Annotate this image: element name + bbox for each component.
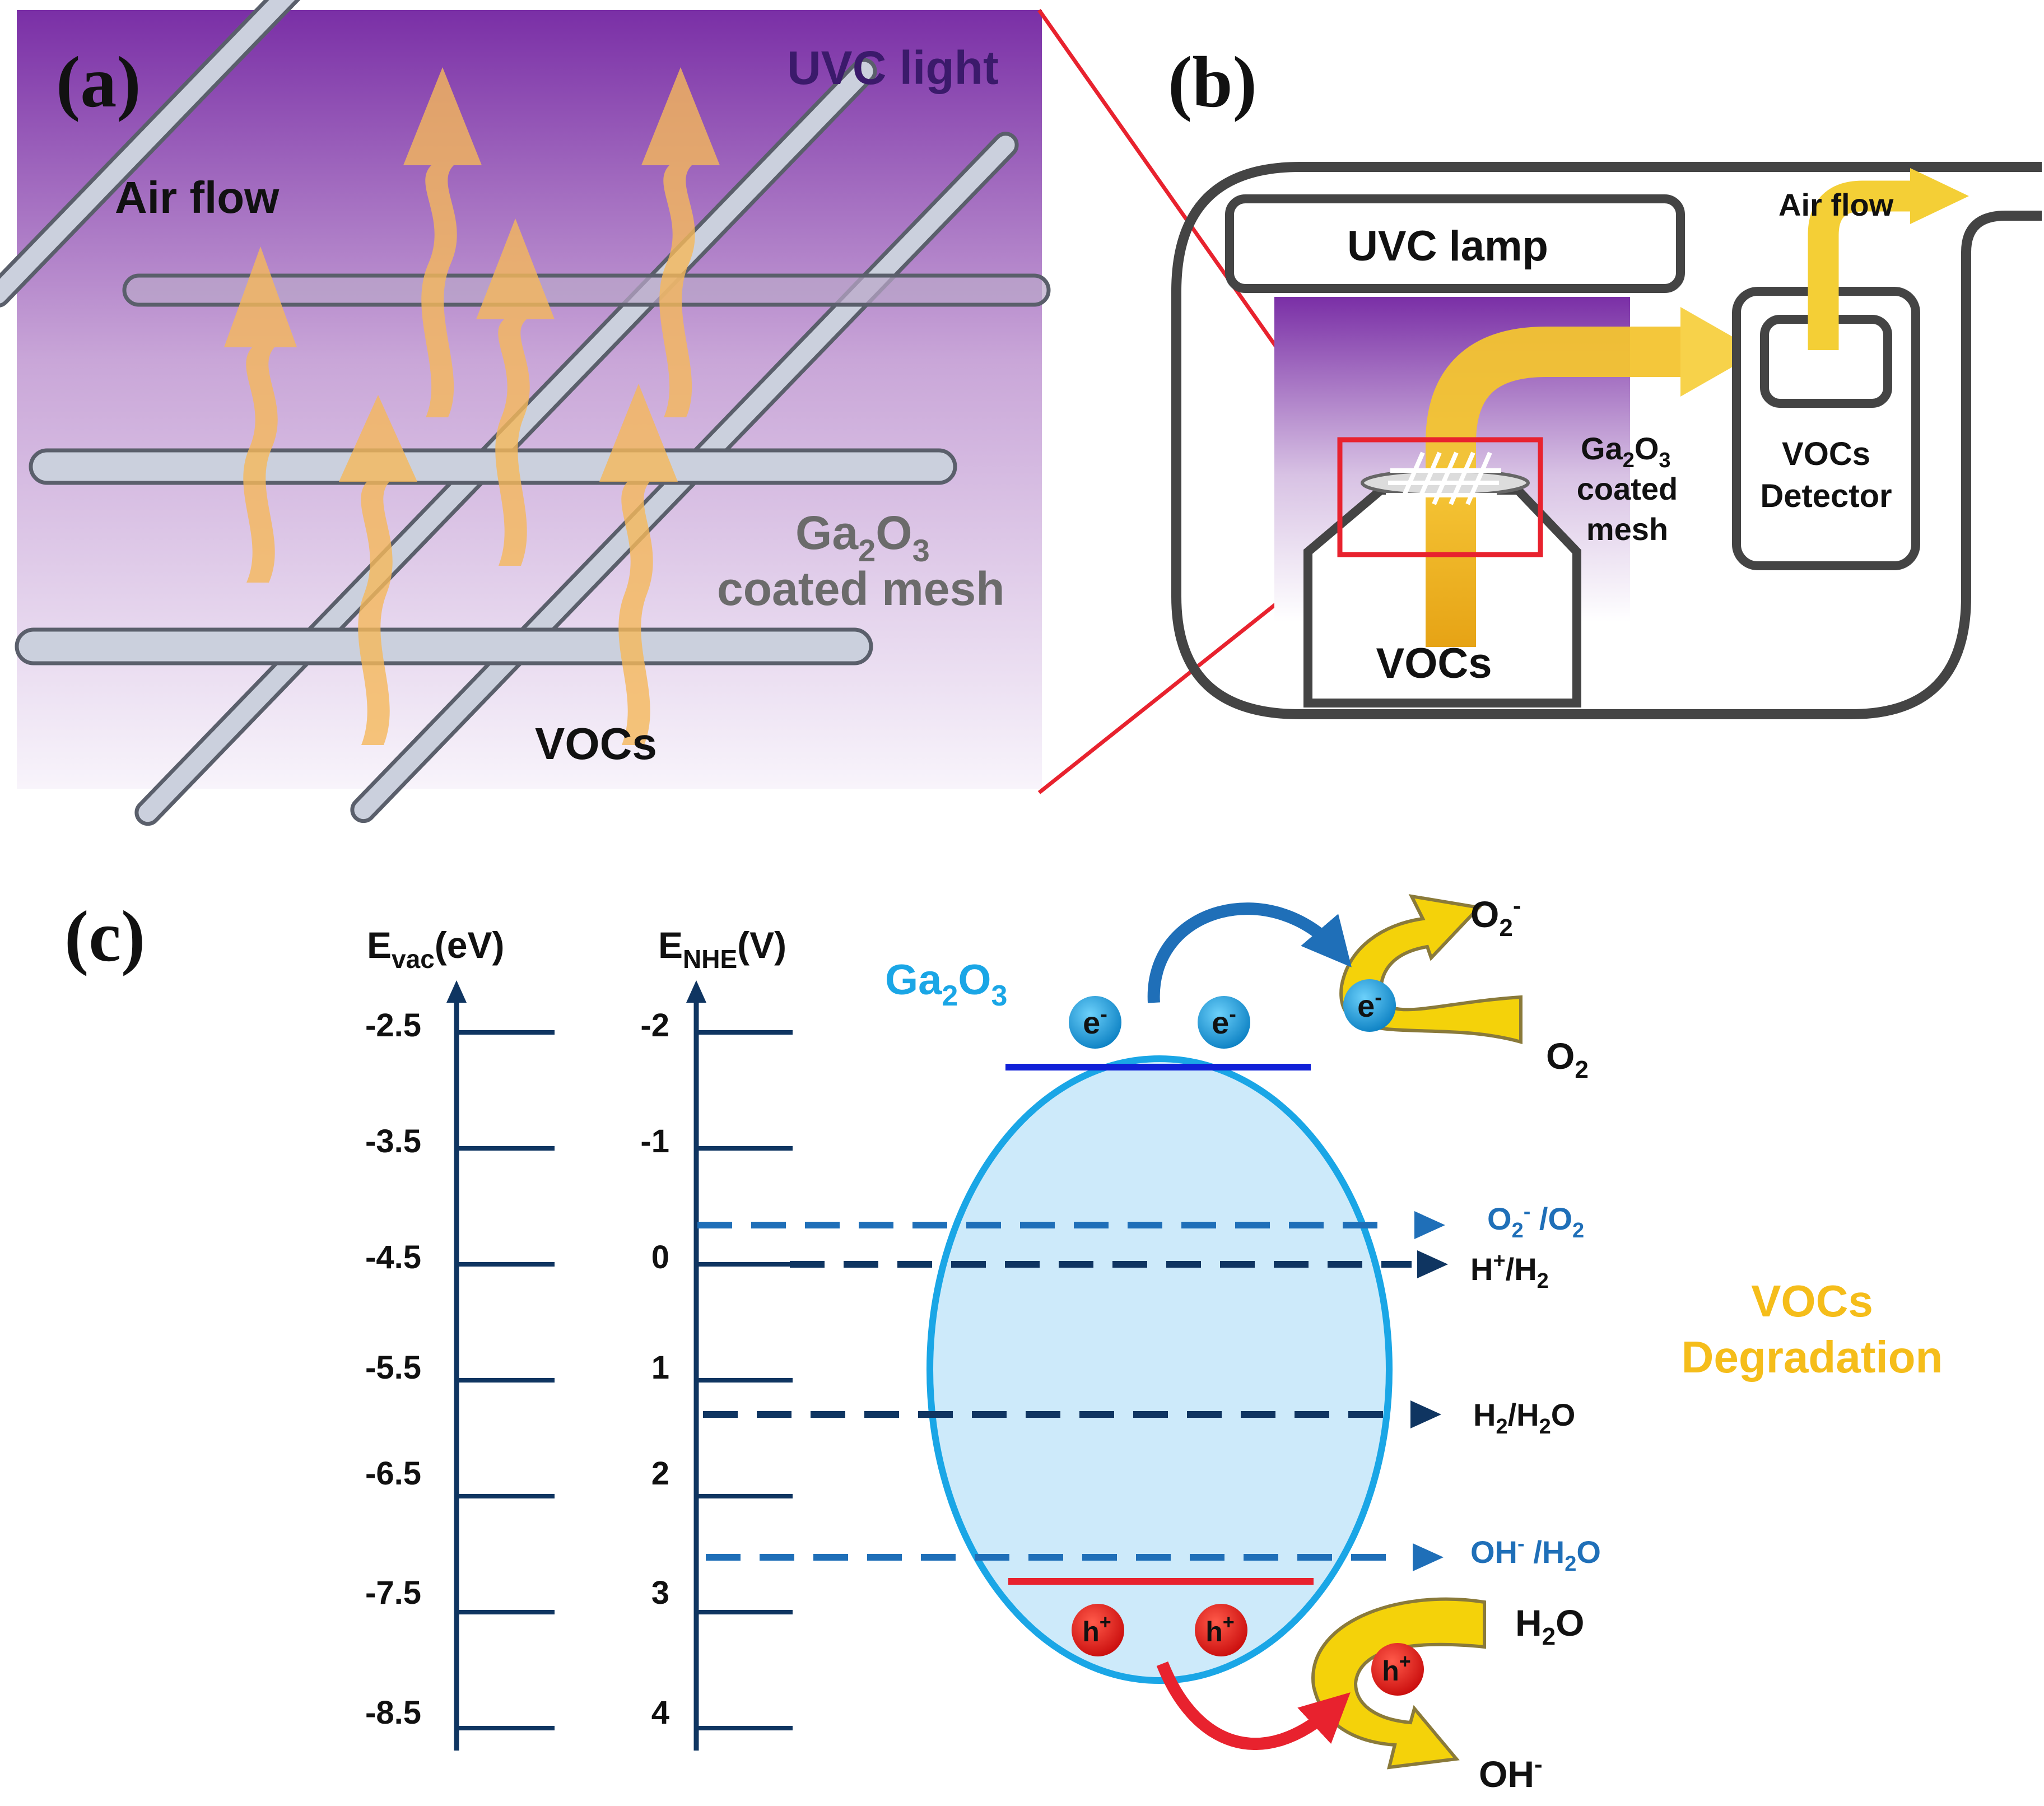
evac-axis-title: Evac(eV) xyxy=(367,924,504,974)
airflow-arrows xyxy=(224,67,720,745)
electron-transfer-arrow xyxy=(1147,902,1352,1003)
mesh-horizontal-rods xyxy=(15,273,1051,665)
panel-c: (c) Evac(eV) -2.5 -3.5 -4.5 -5.5 -6.5 xyxy=(64,892,1943,1795)
svg-text:e-: e- xyxy=(1212,1003,1236,1040)
detector-label-line2: Detector xyxy=(1760,478,1892,514)
oh-minus-label: OH- xyxy=(1479,1751,1543,1795)
evac-tick-label: -4.5 xyxy=(365,1239,421,1276)
enhe-tick-label: -2 xyxy=(640,1007,669,1044)
h-h2-couple-label: H+/H2 xyxy=(1470,1249,1549,1293)
uvc-lamp xyxy=(1225,194,1685,293)
uvc-lamp-label: UVC lamp xyxy=(1347,222,1548,270)
enhe-tick-label: 2 xyxy=(651,1455,669,1492)
h2-h2o-couple-label: H2/H2O xyxy=(1473,1397,1575,1439)
evac-tick-label: -5.5 xyxy=(365,1349,421,1386)
enhe-tick-label: 1 xyxy=(651,1349,669,1386)
vocs-degradation-line2: Degradation xyxy=(1682,1332,1943,1382)
oh-h2o-couple-label: OH- /H2O xyxy=(1470,1532,1601,1576)
electron-particle: e- xyxy=(1198,996,1250,1049)
redox-pointers xyxy=(1410,1211,1448,1571)
vocs-degradation-line1: VOCs xyxy=(1751,1276,1873,1326)
hole-transfer-arrow xyxy=(1156,1661,1351,1751)
enhe-axis-title: ENHE(V) xyxy=(658,924,786,974)
panel-a-label: (a) xyxy=(56,42,141,123)
evac-tick-label: -2.5 xyxy=(365,1007,421,1044)
vocs-flow-arrowhead xyxy=(1680,307,1759,397)
o2-radical-couple-label: O2- /O2 xyxy=(1487,1200,1584,1242)
enhe-axis: ENHE(V) -2 -1 0 1 2 3 4 xyxy=(640,924,793,1751)
evac-tick-label: -6.5 xyxy=(365,1455,421,1492)
evac-tick-label: -8.5 xyxy=(365,1695,421,1731)
evac-tick-label: -7.5 xyxy=(365,1575,421,1611)
enhe-tick-label: 0 xyxy=(651,1239,669,1276)
h2o-oxidation-arrow xyxy=(1311,1597,1486,1770)
redox-lines xyxy=(697,1222,1412,1561)
o2-minus-label: O2- xyxy=(1470,892,1521,942)
svg-text:h+: h+ xyxy=(1082,1610,1111,1647)
hole-particle: h+ xyxy=(1072,1604,1124,1656)
enhe-tick-label: 4 xyxy=(651,1695,669,1731)
panel-b: (b) UVC lamp VOCs D xyxy=(1168,42,2042,719)
uvc-light-label: UVC light xyxy=(787,41,999,94)
air-flow-label: Air flow xyxy=(115,173,280,222)
air-flow-label-b: Air flow xyxy=(1778,187,1894,222)
ga2o3-particle xyxy=(926,1055,1393,1684)
electron-particle: e- xyxy=(1069,996,1121,1049)
outlet-airflow xyxy=(1808,180,1916,350)
coated-label-b: coated xyxy=(1577,471,1678,506)
o2-label: O2 xyxy=(1546,1035,1589,1083)
ga2o3-label: Ga2O3 xyxy=(795,506,930,568)
evac-axis: Evac(eV) -2.5 -3.5 -4.5 -5.5 -6.5 -7.5 -… xyxy=(365,924,555,1751)
panel-a: (a) UVC light Air flow Ga2O3 coated mesh… xyxy=(0,0,1051,826)
zoom-box xyxy=(1337,437,1543,557)
mesh-label-b: mesh xyxy=(1586,511,1668,547)
transferred-hole: h+ xyxy=(1371,1643,1424,1696)
vocs-label-b: VOCs xyxy=(1376,640,1492,687)
panel-c-label: (c) xyxy=(64,896,145,977)
detector-label-line1: VOCs xyxy=(1782,436,1870,472)
vocs-label-a: VOCs xyxy=(535,719,657,769)
ga2o3-particle-label: Ga2O3 xyxy=(885,956,1007,1012)
enhe-tick-label: -1 xyxy=(640,1123,669,1160)
svg-text:h+: h+ xyxy=(1205,1610,1235,1647)
svg-text:e-: e- xyxy=(1357,986,1382,1023)
ga2o3-label-b: Ga2O3 xyxy=(1581,431,1671,472)
h2o-label: H2O xyxy=(1515,1602,1585,1650)
panel-b-label: (b) xyxy=(1168,42,1257,123)
enhe-tick-label: 3 xyxy=(651,1575,669,1611)
coated-mesh-label: coated mesh xyxy=(717,562,1005,615)
chamber-outline xyxy=(1171,162,2042,719)
svg-text:e-: e- xyxy=(1083,1003,1107,1040)
evac-tick-label: -3.5 xyxy=(365,1123,421,1160)
svg-text:h+: h+ xyxy=(1382,1650,1411,1687)
outlet-airflow-head xyxy=(1910,168,1969,224)
mesh-disk-wires xyxy=(1386,452,1501,505)
hole-particle: h+ xyxy=(1195,1604,1247,1656)
transferred-electron: e- xyxy=(1343,979,1396,1032)
vocs-flow-curve xyxy=(1426,327,1686,482)
